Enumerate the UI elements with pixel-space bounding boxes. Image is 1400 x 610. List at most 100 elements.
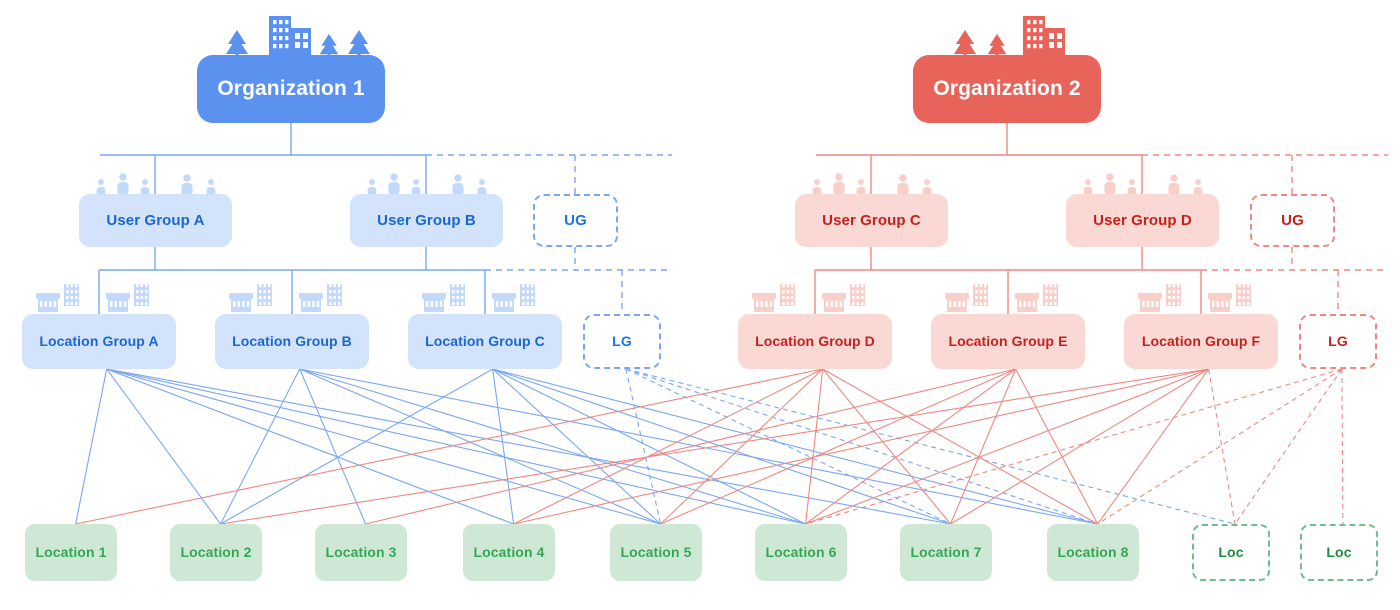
location-group-label: Location Group C bbox=[425, 333, 545, 350]
organization-org2[interactable]: Organization 2 bbox=[913, 55, 1101, 123]
user-group-ugghost1[interactable]: UG bbox=[533, 194, 618, 247]
location-group-lgghost2[interactable]: LG bbox=[1299, 314, 1377, 369]
edge-red-dashed-4 bbox=[1341, 368, 1344, 525]
edge-red-dashed-1 bbox=[805, 368, 1343, 525]
edge-red-4 bbox=[822, 368, 952, 525]
user-group-ugc[interactable]: User Group C bbox=[795, 194, 948, 247]
edge-blue-0 bbox=[75, 368, 108, 525]
edge-red-1 bbox=[513, 368, 823, 525]
user-group-label: User Group A bbox=[106, 211, 205, 229]
edge-blue-13 bbox=[492, 368, 661, 525]
location-group-lgd[interactable]: Location Group D bbox=[738, 314, 892, 369]
edge-blue-3 bbox=[106, 368, 661, 525]
edge-red-12 bbox=[513, 368, 1209, 525]
edge-blue-15 bbox=[492, 368, 951, 525]
edge-red-dashed-3 bbox=[1234, 368, 1343, 525]
edge-red-8 bbox=[805, 368, 1017, 525]
people-icon bbox=[1083, 173, 1203, 196]
location-label: Location 3 bbox=[325, 544, 397, 561]
edge-red-5 bbox=[822, 368, 1098, 525]
location-group-label: LG bbox=[1328, 333, 1348, 350]
location-group-lgghost1[interactable]: LG bbox=[583, 314, 661, 369]
location-loc7[interactable]: Location 7 bbox=[900, 524, 992, 581]
edge-blue-dashed-2 bbox=[625, 368, 1098, 525]
edge-blue-12 bbox=[492, 368, 515, 525]
location-label: Location 6 bbox=[765, 544, 837, 561]
buildings-icon bbox=[945, 284, 1058, 312]
edge-red-0 bbox=[75, 368, 823, 525]
edge-red-13 bbox=[805, 368, 1209, 525]
location-loc4[interactable]: Location 4 bbox=[463, 524, 555, 581]
edge-red-9 bbox=[950, 368, 1017, 525]
edge-red-10 bbox=[1015, 368, 1099, 525]
buildings-icon bbox=[752, 284, 865, 312]
edge-blue-dashed-1 bbox=[625, 368, 951, 525]
edge-blue-2 bbox=[106, 368, 514, 525]
edge-blue-dashed-3 bbox=[625, 368, 1236, 525]
edge-red-2 bbox=[660, 368, 824, 525]
edge-blue-4 bbox=[106, 368, 806, 525]
buildings-icon bbox=[422, 284, 535, 312]
edge-red-dashed-2 bbox=[1097, 368, 1343, 525]
location-label: Location 5 bbox=[620, 544, 692, 561]
edge-blue-11 bbox=[220, 368, 493, 525]
people-icon bbox=[812, 173, 932, 196]
user-group-label: UG bbox=[564, 211, 587, 229]
edge-red-dashed-0 bbox=[1208, 368, 1236, 525]
location-loc6[interactable]: Location 6 bbox=[755, 524, 847, 581]
location-group-label: LG bbox=[612, 333, 632, 350]
user-group-ugd[interactable]: User Group D bbox=[1066, 194, 1219, 247]
location-group-label: Location Group F bbox=[1141, 333, 1261, 350]
user-group-uga[interactable]: User Group A bbox=[79, 194, 232, 247]
city-trees-icon bbox=[954, 16, 1065, 56]
location-label: Location 2 bbox=[180, 544, 252, 561]
location-label: Location 4 bbox=[473, 544, 545, 561]
location-group-lga[interactable]: Location Group A bbox=[22, 314, 176, 369]
edge-red-14 bbox=[950, 368, 1209, 525]
location-group-label: Location Group B bbox=[232, 333, 352, 350]
location-label: Loc bbox=[1218, 544, 1244, 561]
location-label: Location 8 bbox=[1057, 544, 1129, 561]
edge-blue-9 bbox=[299, 368, 806, 525]
location-locghost2[interactable]: Loc bbox=[1300, 524, 1378, 581]
people-icon bbox=[96, 173, 216, 196]
organization-label: Organization 1 bbox=[217, 76, 365, 100]
user-group-ugb[interactable]: User Group B bbox=[350, 194, 503, 247]
location-label: Location 7 bbox=[910, 544, 982, 561]
location-label: Loc bbox=[1326, 544, 1352, 561]
user-group-label: UG bbox=[1281, 211, 1304, 229]
location-group-lgc[interactable]: Location Group C bbox=[408, 314, 562, 369]
edge-blue-5 bbox=[106, 368, 951, 525]
location-group-label: Location Group D bbox=[755, 333, 875, 350]
location-group-lgf[interactable]: Location Group F bbox=[1124, 314, 1278, 369]
edge-blue-8 bbox=[299, 368, 661, 525]
edge-blue-1 bbox=[106, 368, 222, 525]
location-group-lge[interactable]: Location Group E bbox=[931, 314, 1085, 369]
organization-org1[interactable]: Organization 1 bbox=[197, 55, 385, 123]
people-icon bbox=[367, 173, 487, 196]
location-group-lgb[interactable]: Location Group B bbox=[215, 314, 369, 369]
location-loc1[interactable]: Location 1 bbox=[25, 524, 117, 581]
edge-blue-16 bbox=[492, 368, 1098, 525]
location-loc5[interactable]: Location 5 bbox=[610, 524, 702, 581]
edge-blue-14 bbox=[492, 368, 806, 525]
location-loc2[interactable]: Location 2 bbox=[170, 524, 262, 581]
edge-red-6 bbox=[365, 368, 1016, 525]
edge-red-7 bbox=[660, 368, 1016, 525]
edge-blue-10 bbox=[299, 368, 1098, 525]
user-group-ugghost2[interactable]: UG bbox=[1250, 194, 1335, 247]
location-group-label: Location Group A bbox=[39, 333, 159, 350]
user-group-label: User Group B bbox=[377, 211, 476, 229]
organization-label: Organization 2 bbox=[933, 76, 1081, 100]
location-locghost1[interactable]: Loc bbox=[1192, 524, 1270, 581]
buildings-icon bbox=[36, 284, 149, 312]
edge-red-11 bbox=[220, 368, 1209, 525]
location-loc3[interactable]: Location 3 bbox=[315, 524, 407, 581]
location-label: Location 1 bbox=[35, 544, 107, 561]
edge-blue-7 bbox=[299, 368, 367, 525]
location-loc8[interactable]: Location 8 bbox=[1047, 524, 1139, 581]
city-trees-icon bbox=[226, 16, 370, 56]
edge-red-3 bbox=[805, 368, 824, 525]
location-group-label: Location Group E bbox=[948, 333, 1068, 350]
